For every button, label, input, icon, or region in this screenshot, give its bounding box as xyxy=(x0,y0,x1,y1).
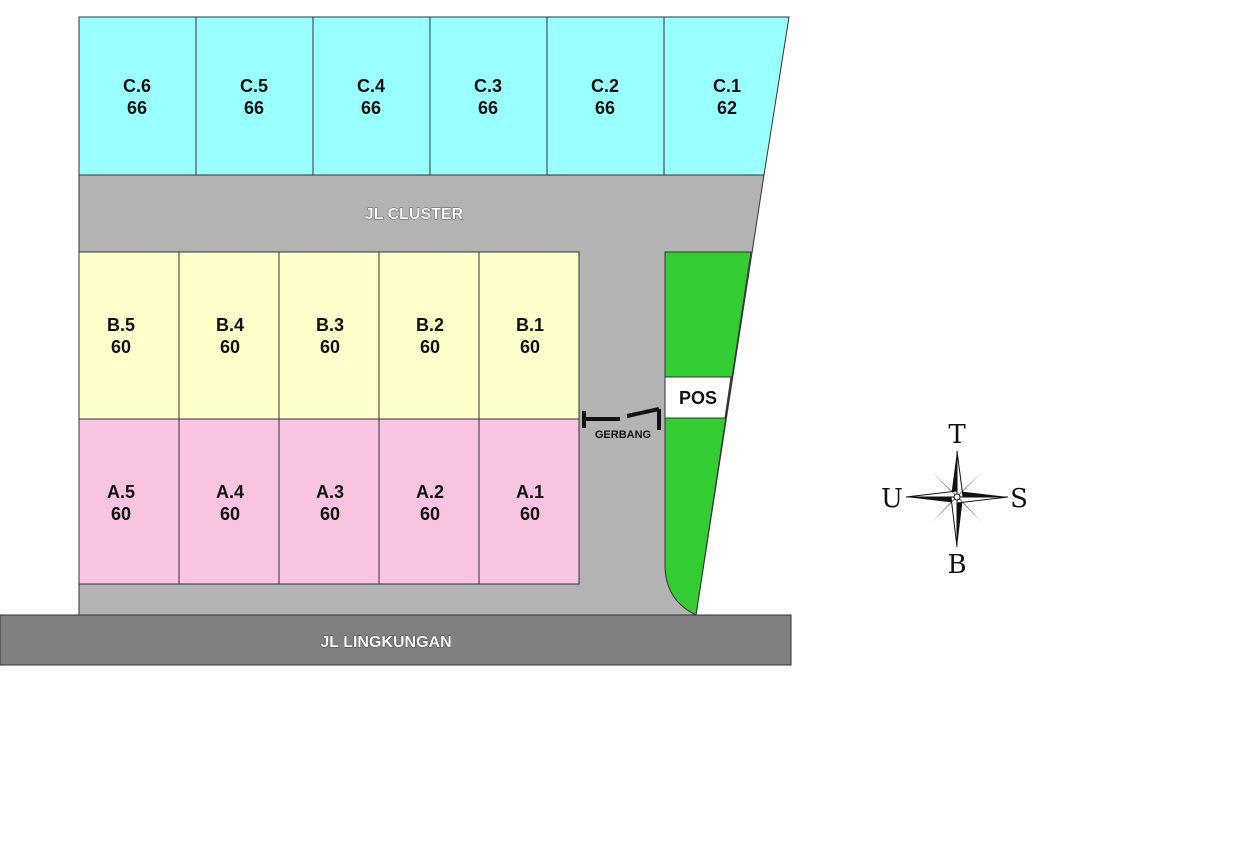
lot-b-4 xyxy=(178,251,280,420)
lot-b-2 xyxy=(378,251,480,420)
compass-rose-icon xyxy=(905,450,1009,548)
lot-area-label: 62 xyxy=(717,98,737,118)
lot-area-label: 66 xyxy=(478,98,498,118)
lot-a-4 xyxy=(178,418,280,585)
lot-id-label: A.3 xyxy=(316,482,344,502)
lot-id-label: C.5 xyxy=(240,76,268,96)
compass-north-label: T xyxy=(948,420,966,450)
cluster-road-label: JL CLUSTER xyxy=(365,206,464,223)
lot-id-label: A.4 xyxy=(216,482,244,502)
lot-id-label: B.2 xyxy=(416,315,444,335)
lot-area-label: 60 xyxy=(111,504,131,524)
lot-id-label: A.2 xyxy=(416,482,444,502)
lot-area-label: 66 xyxy=(244,98,264,118)
lot-area-label: 66 xyxy=(127,98,147,118)
lot-a-5 xyxy=(78,418,180,585)
lingkungan-road-label: JL LINGKUNGAN xyxy=(320,634,451,651)
gate-label: GERBANG xyxy=(595,429,651,441)
lot-a-1 xyxy=(478,418,580,585)
lot-id-label: C.3 xyxy=(474,76,502,96)
lot-area-label: 60 xyxy=(520,337,540,357)
lot-area-label: 60 xyxy=(220,504,240,524)
lot-id-label: C.1 xyxy=(713,76,741,96)
lot-b-1 xyxy=(478,251,580,420)
block-c-area xyxy=(79,17,789,175)
lot-id-label: B.5 xyxy=(107,315,135,335)
green-area xyxy=(664,251,752,616)
lot-a-2 xyxy=(378,418,480,585)
lot-id-label: B.3 xyxy=(316,315,344,335)
lingkungan-road xyxy=(0,614,792,666)
lot-a-3 xyxy=(278,418,380,585)
lot-id-label: B.4 xyxy=(216,315,244,335)
lot-b-3 xyxy=(278,251,380,420)
lot-area-label: 66 xyxy=(361,98,381,118)
compass-south-label: B xyxy=(947,550,966,580)
lot-id-label: A.1 xyxy=(516,482,544,502)
lot-area-label: 60 xyxy=(111,337,131,357)
lot-id-label: C.4 xyxy=(357,76,385,96)
lot-area-label: 60 xyxy=(520,504,540,524)
compass-east-label: S xyxy=(1010,484,1028,514)
lot-area-label: 66 xyxy=(595,98,615,118)
lot-id-label: B.1 xyxy=(516,315,544,335)
block-c-outline xyxy=(78,16,790,176)
lot-id-label: C.6 xyxy=(123,76,151,96)
gate-icon xyxy=(582,407,661,430)
lot-id-label: C.2 xyxy=(591,76,619,96)
lot-area-label: 60 xyxy=(220,337,240,357)
compass-west-label: U xyxy=(881,484,903,514)
lot-id-label: A.5 xyxy=(107,482,135,502)
lot-area-label: 60 xyxy=(320,504,340,524)
lot-area-label: 60 xyxy=(420,337,440,357)
lot-area-label: 60 xyxy=(320,337,340,357)
post-building xyxy=(664,376,732,419)
post-label: POS xyxy=(679,388,717,408)
lot-area-label: 60 xyxy=(420,504,440,524)
lot-b-5 xyxy=(78,251,180,420)
